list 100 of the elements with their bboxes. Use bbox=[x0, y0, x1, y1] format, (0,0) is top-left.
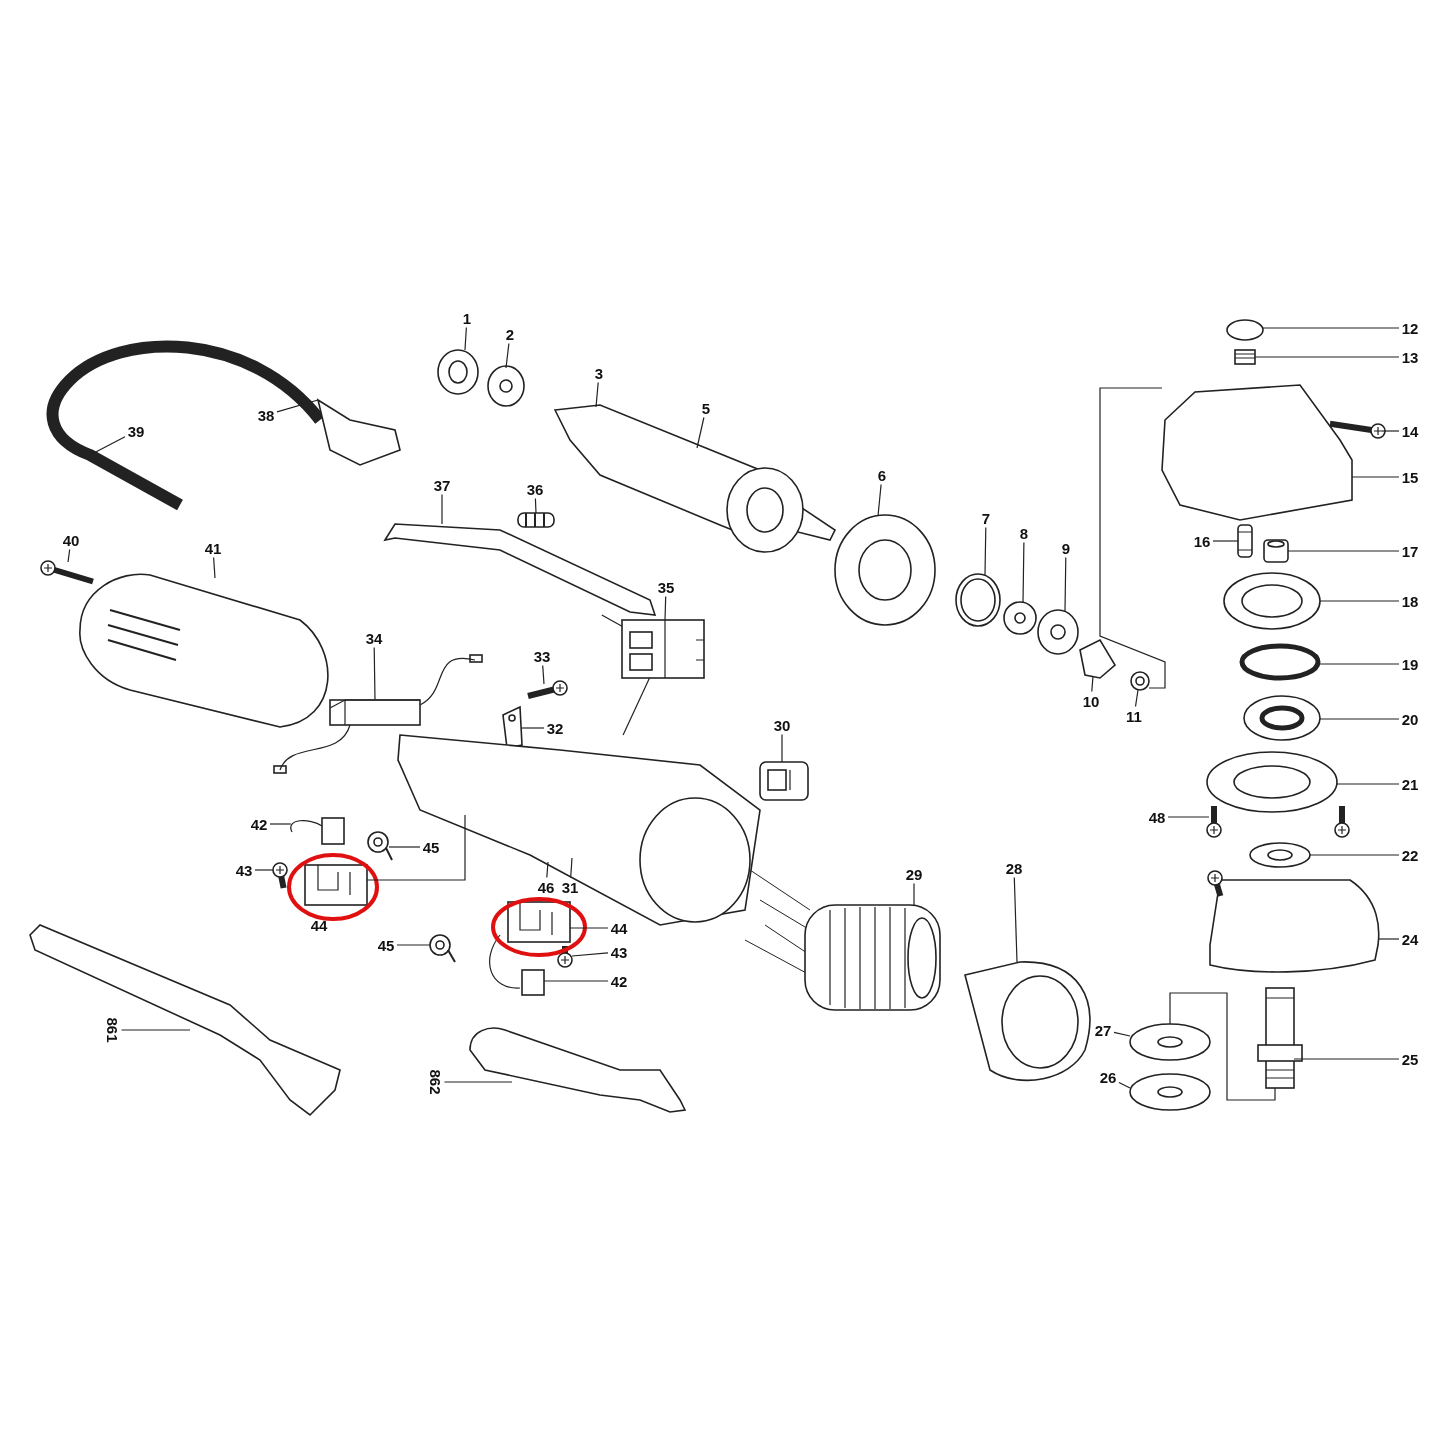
leader-line bbox=[571, 952, 609, 957]
motor-housing bbox=[397, 734, 761, 926]
leader-line bbox=[1212, 540, 1239, 542]
ring bbox=[955, 573, 1001, 627]
leader-line bbox=[1118, 1081, 1131, 1089]
switch bbox=[621, 619, 705, 679]
callout-number: 24 bbox=[1401, 930, 1419, 948]
leader-line bbox=[1309, 854, 1400, 856]
callout-number: 43 bbox=[610, 943, 628, 961]
callout-number: 16 bbox=[1193, 532, 1211, 550]
side-handle bbox=[469, 1027, 686, 1113]
leader-line bbox=[396, 944, 431, 946]
leader-line bbox=[781, 733, 783, 763]
spring bbox=[517, 512, 555, 528]
callout-number: 12 bbox=[1401, 319, 1419, 337]
leader-line bbox=[664, 595, 667, 621]
bearing-flange bbox=[1206, 751, 1350, 838]
leader-line bbox=[1134, 689, 1139, 708]
leader-line bbox=[542, 664, 545, 685]
leader-line bbox=[1319, 600, 1400, 602]
cap bbox=[1226, 319, 1264, 341]
callout-number: 2 bbox=[505, 325, 515, 343]
brush-holder bbox=[304, 864, 368, 906]
leader-line bbox=[276, 399, 319, 413]
callout-number: 38 bbox=[257, 406, 275, 424]
callout-number: 861 bbox=[103, 1017, 121, 1043]
nut bbox=[1130, 671, 1150, 691]
assembly-line bbox=[1169, 992, 1276, 1101]
callout-number: 5 bbox=[701, 399, 711, 417]
leader-line bbox=[464, 326, 467, 351]
leader-line bbox=[913, 882, 915, 906]
leader-line bbox=[269, 823, 292, 825]
spindle bbox=[1257, 987, 1303, 1089]
washer bbox=[1003, 601, 1037, 635]
callout-number: 40 bbox=[62, 531, 80, 549]
callout-number: 862 bbox=[426, 1069, 444, 1095]
leader-line bbox=[505, 342, 510, 369]
assembly-line bbox=[366, 814, 466, 881]
gear-housing bbox=[1161, 384, 1353, 521]
callout-number: 8 bbox=[1019, 524, 1029, 542]
callout-number: 31 bbox=[561, 878, 579, 896]
flange-nut bbox=[1129, 1073, 1211, 1111]
callout-number: 33 bbox=[533, 647, 551, 665]
ball-bearing bbox=[1243, 695, 1321, 741]
leader-line bbox=[521, 727, 545, 729]
leader-line bbox=[67, 548, 71, 563]
callout-number: 28 bbox=[1005, 859, 1023, 877]
circlip bbox=[1239, 643, 1321, 681]
screw bbox=[1206, 806, 1222, 838]
leader-line bbox=[984, 526, 987, 576]
screw bbox=[40, 560, 94, 585]
callout-number: 37 bbox=[433, 476, 451, 494]
leader-line bbox=[1064, 556, 1067, 612]
callout-number: 35 bbox=[657, 578, 675, 596]
leader-line bbox=[534, 497, 537, 514]
bevel-gear bbox=[1223, 572, 1321, 630]
callout-number: 20 bbox=[1401, 710, 1419, 728]
bushing bbox=[1263, 539, 1289, 563]
screw bbox=[1329, 420, 1386, 439]
leader-line bbox=[213, 556, 216, 579]
leader-line bbox=[254, 869, 274, 871]
leader-line bbox=[1091, 675, 1094, 693]
ball-bearing bbox=[487, 365, 525, 407]
leader-line bbox=[543, 980, 609, 982]
leader-line bbox=[546, 861, 549, 879]
callout-number: 1 bbox=[462, 309, 472, 327]
fan-baffle bbox=[834, 514, 936, 626]
callout-number: 25 bbox=[1401, 1050, 1419, 1068]
washer bbox=[1249, 842, 1311, 868]
housing-cover bbox=[79, 573, 329, 728]
assembly-line bbox=[1099, 387, 1166, 689]
brush-holder bbox=[507, 901, 571, 943]
assembly-line bbox=[622, 677, 651, 736]
leader-line bbox=[1336, 783, 1400, 785]
callout-number: 10 bbox=[1082, 692, 1100, 710]
callout-number: 44 bbox=[610, 919, 628, 937]
callout-number: 18 bbox=[1401, 592, 1419, 610]
leader-line bbox=[1317, 663, 1400, 665]
screw bbox=[527, 680, 568, 699]
callout-number: 42 bbox=[610, 972, 628, 990]
leader-line bbox=[595, 381, 599, 408]
leader-line bbox=[441, 493, 443, 525]
air-guide bbox=[964, 961, 1091, 1082]
leader-line bbox=[120, 1029, 191, 1031]
leader-line bbox=[1022, 541, 1025, 604]
power-cord bbox=[46, 340, 401, 511]
leader-line bbox=[696, 416, 705, 449]
callout-number: 9 bbox=[1061, 539, 1071, 557]
leader-line bbox=[1381, 430, 1400, 432]
leader-line bbox=[1013, 876, 1018, 963]
callout-number: 6 bbox=[877, 466, 887, 484]
leader-line bbox=[443, 1081, 513, 1083]
callout-number: 46 bbox=[537, 878, 555, 896]
leader-line bbox=[1319, 718, 1400, 720]
callout-number: 29 bbox=[905, 865, 923, 883]
callout-number: 22 bbox=[1401, 846, 1419, 864]
flange bbox=[1129, 1023, 1211, 1061]
callout-number: 30 bbox=[773, 716, 791, 734]
leader-line bbox=[1113, 1031, 1131, 1037]
leader-line bbox=[569, 927, 609, 929]
